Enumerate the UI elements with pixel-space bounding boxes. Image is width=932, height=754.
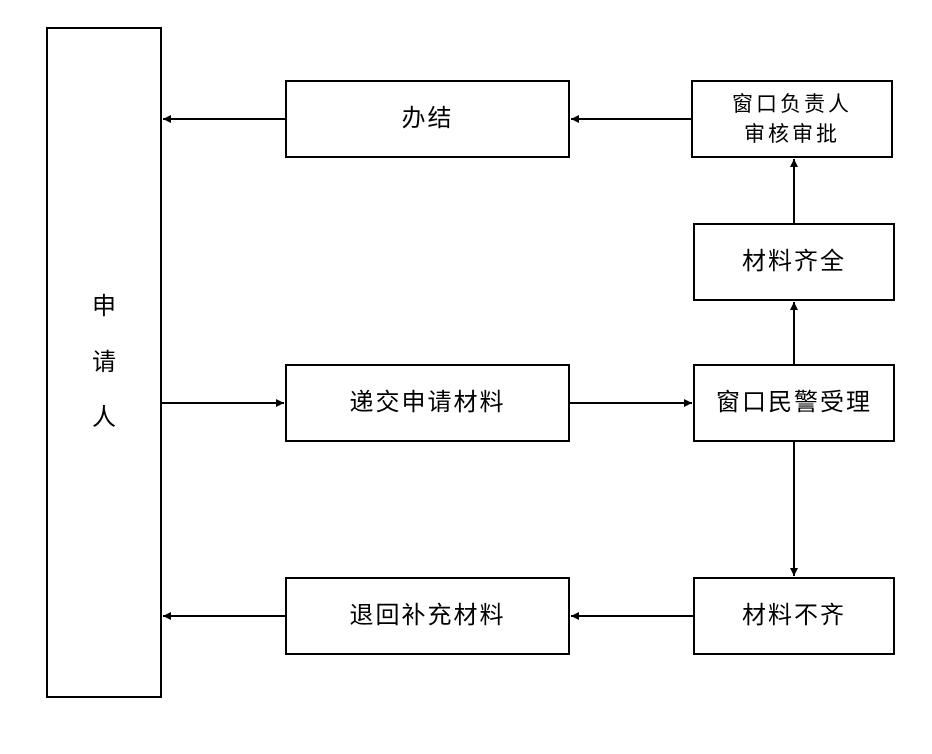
- materials-complete-node: 材料齐全: [693, 223, 895, 301]
- review-line-2: 审核审批: [744, 122, 840, 146]
- submit-materials-node: 递交申请材料: [285, 364, 570, 442]
- materials-incomplete-label: 材料不齐: [742, 601, 846, 630]
- review-approval-node: 窗口负责人 审核审批: [691, 80, 893, 158]
- applicant-char-3: 人: [92, 403, 116, 432]
- review-line-1: 窗口负责人: [732, 91, 852, 116]
- applicant-label: 申 请 人: [92, 290, 116, 435]
- applicant-node: 申 请 人: [46, 27, 162, 698]
- applicant-char-2: 请: [92, 347, 116, 376]
- applicant-char-1: 申: [92, 292, 116, 321]
- police-acceptance-label: 窗口民警受理: [716, 388, 872, 417]
- police-acceptance-node: 窗口民警受理: [693, 364, 895, 442]
- materials-incomplete-node: 材料不齐: [693, 577, 895, 655]
- finish-label: 办结: [401, 104, 454, 133]
- finish-node: 办结: [285, 80, 570, 158]
- return-supplement-label: 退回补充材料: [349, 601, 506, 630]
- materials-complete-label: 材料齐全: [742, 247, 846, 276]
- return-supplement-node: 退回补充材料: [285, 577, 570, 655]
- submit-materials-label: 递交申请材料: [349, 388, 506, 417]
